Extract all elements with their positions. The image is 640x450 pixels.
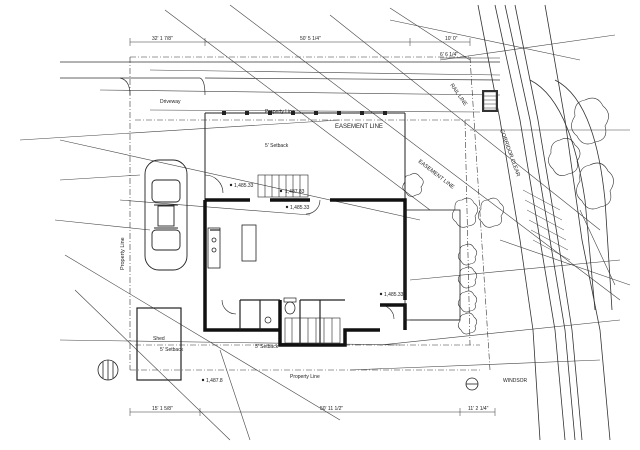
elevation-3: 1,485.33 (290, 205, 310, 211)
setback-bottom-label: 5' Setback (255, 344, 279, 350)
house-walls (203, 198, 407, 347)
driveway-label: Driveway (160, 99, 181, 105)
dim-bottom-right: 11' 2 1/4" (468, 406, 489, 412)
street-curb (60, 61, 501, 96)
dim-top-left: 32' 1 7/8" (152, 36, 173, 42)
shed-label: Shed (153, 336, 165, 342)
north-arrow-icon (97, 359, 119, 381)
street-tag: WINDSOR (503, 378, 528, 384)
dimension-lines (129, 38, 500, 416)
car-outline (144, 159, 188, 271)
yard-fence (204, 112, 406, 200)
elevation-2: 1,487.83 (285, 189, 305, 195)
survey-marker-icon (465, 377, 479, 391)
rail-line-label: RAIL LINE (448, 83, 468, 108)
dim-top-small: 6' 6 1/4" (440, 52, 458, 58)
rail-corridor (477, 4, 613, 441)
construction-lines (19, 4, 631, 441)
rail-ties (522, 189, 571, 261)
dim-bottom-mid: 50' 11 1/2" (320, 406, 343, 412)
dim-top-right: 10' 0" (445, 36, 458, 42)
kitchen (207, 224, 257, 269)
corridor-label: CORRIDOR CLEAR (498, 129, 521, 178)
elevation-4: 1,485.33 (384, 292, 404, 298)
easement-line-side-label: EASEMENT LINE (417, 159, 456, 191)
shed (136, 307, 182, 381)
property-boundary (129, 56, 491, 371)
hatched-block-inner (483, 91, 497, 111)
dim-top-mid: 50' 5 1/4" (300, 36, 321, 42)
fence-posts (222, 111, 387, 115)
tree-shrubs (402, 97, 614, 335)
deck (404, 209, 461, 321)
property-line-top-label: Property Line (265, 109, 295, 115)
property-line-left-label: Property Line (120, 237, 126, 270)
easement-line-label: EASEMENT LINE (335, 124, 383, 130)
interior-walls (210, 229, 345, 345)
dim-bottom-left: 15' 1 5/8" (152, 406, 173, 412)
setback-shed-label: 5' Setback (160, 347, 184, 353)
bathroom-fixtures (264, 297, 297, 324)
elevation-1: 1,485.33 (234, 183, 254, 189)
property-line-bottom-label: Property Line (290, 374, 320, 380)
door-swings (204, 174, 395, 320)
stairs (257, 174, 341, 344)
setback-top-label: 5' Setback (265, 143, 289, 149)
elevation-5: 1,487.8 (206, 378, 223, 384)
